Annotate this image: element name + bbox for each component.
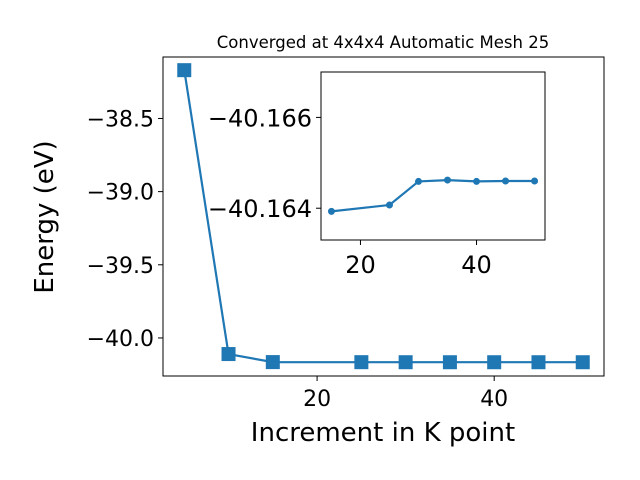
inset-data-point xyxy=(444,176,452,184)
main-y-tick-label: −38.5 xyxy=(87,107,154,132)
main-data-point xyxy=(575,355,590,370)
x-axis-label: Increment in K point xyxy=(251,418,515,448)
inset-data-point xyxy=(473,177,481,185)
main-y-tick-label: −39.5 xyxy=(87,254,154,279)
main-frame xyxy=(162,56,605,377)
inset-plot-area: 20 40 −40.166 −40.164 xyxy=(208,71,546,279)
inset-data-point xyxy=(531,177,539,185)
main-data-point xyxy=(398,355,413,370)
main-data-point xyxy=(487,355,502,370)
main-data-point xyxy=(531,355,546,370)
y-axis-label: Energy (eV) xyxy=(30,140,60,293)
main-data-point xyxy=(354,355,369,370)
main-data-point xyxy=(442,355,457,370)
inset-data-point xyxy=(414,177,422,185)
chart-title: Converged at 4x4x4 Automatic Mesh 25 xyxy=(217,33,549,52)
inset-data-point xyxy=(385,201,393,209)
main-data-point xyxy=(221,347,236,362)
main-y-tick-label: −40.0 xyxy=(87,327,154,352)
main-plot-area: 20 40 −38.5 −39.0 −39.5 −40.0 xyxy=(87,56,605,412)
inset-data-point xyxy=(327,207,335,215)
main-data-point xyxy=(265,355,280,370)
inset-data-point xyxy=(502,177,510,185)
inset-y-tick-label: −40.164 xyxy=(208,195,312,223)
inset-y-tick-label: −40.166 xyxy=(208,104,312,132)
main-x-tick-label: 40 xyxy=(480,387,508,412)
main-x-tick-label: 20 xyxy=(303,387,331,412)
inset-x-tick-label: 40 xyxy=(461,251,492,279)
main-data-point xyxy=(177,63,192,78)
inset-x-tick-label: 20 xyxy=(345,251,376,279)
inset-series-line xyxy=(331,178,535,213)
main-y-tick-label: −39.0 xyxy=(87,181,154,206)
inset-frame xyxy=(320,71,546,241)
